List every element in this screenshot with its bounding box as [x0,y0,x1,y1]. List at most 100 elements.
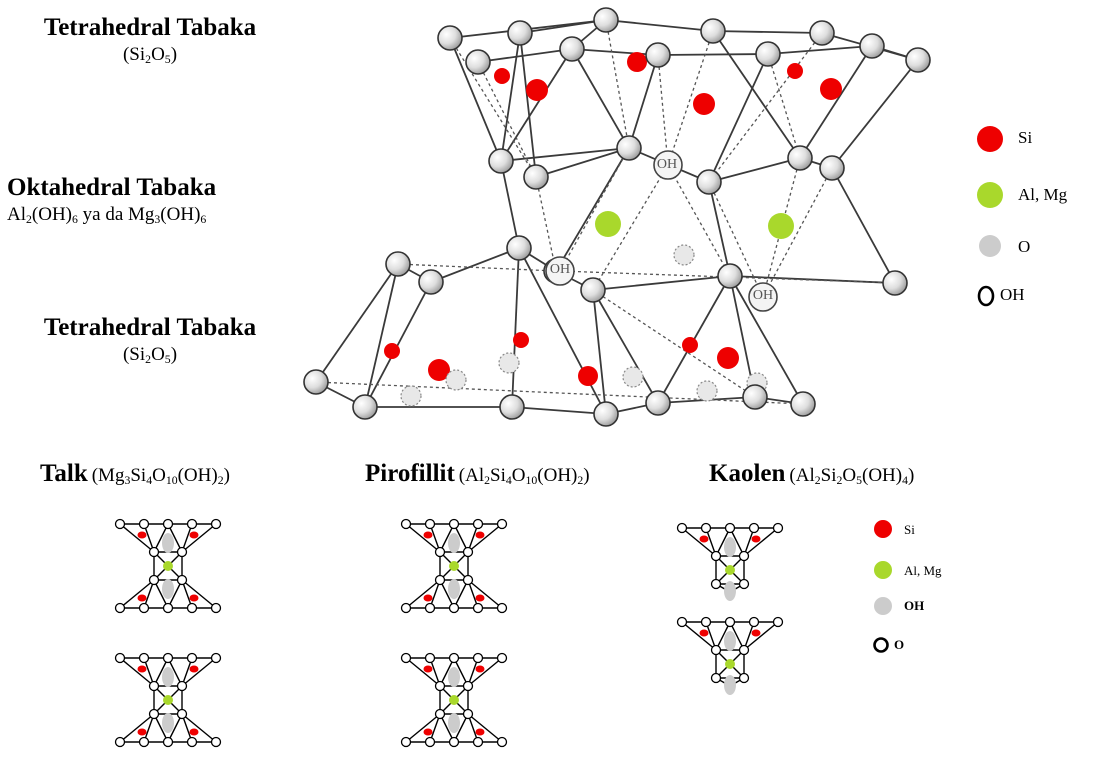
schematic-o [400,736,412,748]
schematic-o [724,616,736,628]
oxygen-atom [385,251,411,277]
bond-line [592,289,659,404]
si-atom [682,337,698,353]
octahedral-title: Oktahedral Tabaka [7,174,217,201]
schematic-o [472,602,484,614]
oxygen-atom [616,135,642,161]
schematic-oh [162,579,174,599]
legend-o-label: O [1018,237,1031,256]
bond-line-dashed [592,164,669,291]
schematic-si [475,531,485,539]
schematic-o [710,644,722,656]
legend-si-swatch [977,126,1003,152]
schematic-o [772,522,784,534]
schematic-bond [467,523,503,553]
schematic-bond [405,657,441,687]
schematic-si [137,594,147,602]
schematic-si [699,535,709,543]
mineral-pirofillit-formula: (Al2Si4O10(OH)2) [458,465,590,487]
schematic-oh [724,537,736,557]
schematic-o [210,518,222,530]
schematic-o [186,518,198,530]
si-atom [384,343,400,359]
schematic-bond [167,523,183,553]
bond-line [519,32,537,178]
schematic-bond [181,579,217,609]
oxygen-atom [303,369,329,395]
schematic-o [434,708,446,720]
mineral-kaolen-name: Kaolen [709,460,786,487]
schematic-o [772,616,784,628]
legend-almg-label: Al, Mg [1018,185,1068,204]
bond-line [500,147,630,162]
schematic-bond [405,579,441,609]
schematic-o [114,652,126,664]
schematic-si [751,535,761,543]
oxygen-atom [905,47,931,73]
legend-small-o-swatch [873,637,889,653]
oxygen-atom [700,18,726,44]
schematic-o [400,652,412,664]
schematic-bond [181,657,217,687]
bond-line [477,48,573,63]
schematic-bond [119,523,155,553]
schematic-bond [119,579,155,609]
si-atom [494,68,510,84]
schematic-o [424,736,436,748]
oxygen-atom [352,394,378,420]
schematic-bond [467,713,503,743]
schematic-bond [119,713,155,743]
legend-small-o-label: O [894,637,905,652]
schematic-o [138,736,150,748]
mineral-talk: Talk (Mg3Si4O10(OH)2) [40,460,230,488]
schematic-o [162,518,174,530]
schematic-o [400,518,412,530]
si-atom [513,332,529,348]
schematic-si [475,728,485,736]
bond-line-dashed [559,270,896,284]
schematic-o [738,644,750,656]
schematic-o [114,518,126,530]
schematic-o [462,708,474,720]
oxygen-atom [809,20,835,46]
schematic-bond [181,523,217,553]
oxygen-atom [437,25,463,51]
oxygen-atom-hidden [498,352,520,374]
schematic-al-mg [163,695,173,705]
schematic-si [475,594,485,602]
bond-line [500,48,573,162]
schematic-o [448,736,460,748]
bond-line [519,19,607,34]
bond-line [708,157,801,183]
schematic-o [176,708,188,720]
si-atom [526,79,548,101]
schematic-o [210,736,222,748]
schematic-o [186,602,198,614]
oxygen-atom [488,148,514,174]
schematic-oh [162,667,174,687]
schematic-o [114,736,126,748]
oxygen-atom [506,235,532,261]
bottom-tetrahedral-formula: (Si2O5) [122,344,178,366]
al-mg-atom [595,211,621,237]
schematic-o [472,652,484,664]
schematic-bond [729,621,745,651]
bond-line-dashed [592,289,756,398]
oxygen-atom [819,155,845,181]
bond-line [315,263,399,383]
bond-line [831,167,896,284]
al-mg-atom [768,213,794,239]
schematic-si [423,665,433,673]
oxygen-atom-hidden [400,385,422,407]
schematic-bond [167,579,183,609]
legend-oh-swatch [977,285,995,307]
schematic-o [496,602,508,614]
schematic-si [475,665,485,673]
schematic-o [748,616,760,628]
schematic-si [189,665,199,673]
oxygen-atom [499,394,525,420]
si-atom [717,347,739,369]
bond-line [535,147,630,178]
schematic-o [162,652,174,664]
schematic-bond [729,527,745,557]
